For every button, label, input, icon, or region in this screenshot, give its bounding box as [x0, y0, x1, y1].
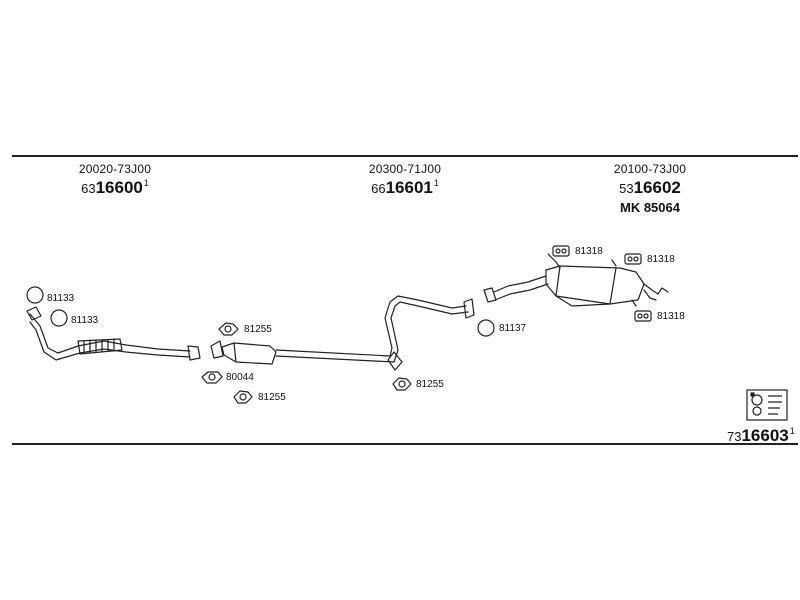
rear-silencer-main-number: 16602: [633, 178, 681, 197]
gasket-81255-b[interactable]: [233, 390, 253, 404]
label-81318-b: 81318: [647, 254, 675, 265]
gasket-80044[interactable]: [201, 371, 223, 384]
sealing-ring-81133-b[interactable]: [50, 309, 68, 327]
sealing-ring-81133-a[interactable]: [26, 286, 44, 304]
rear-silencer-part-number[interactable]: 5316602: [595, 178, 705, 198]
label-81137: 81137: [499, 323, 527, 334]
middle-pipe-prefix: 66: [371, 181, 386, 196]
middle-pipe-header: 20300-71J00 66166011: [350, 162, 460, 198]
front-pipe-main-number: 16600: [95, 178, 143, 197]
rear-silencer-mk-number: MK 85064: [620, 200, 680, 215]
rear-silencer[interactable]: [483, 253, 669, 307]
rubber-hanger-81318-a[interactable]: [552, 245, 570, 257]
label-81255-a: 81255: [244, 324, 272, 335]
sealing-ring-81137[interactable]: [477, 319, 495, 337]
label-81318-a: 81318: [575, 246, 603, 257]
front-pipe-header: 20020-73J00 63166001: [60, 162, 170, 198]
label-81255-c: 81255: [416, 379, 444, 390]
label-81133-a: 81133: [47, 293, 75, 304]
front-pipe-part-number[interactable]: 63166001: [60, 178, 170, 198]
middle-pipe-superscript: 1: [433, 178, 439, 188]
gasket-81255-a[interactable]: [218, 322, 239, 336]
rear-silencer-oe-number: 20100-73J00: [613, 162, 687, 176]
mounting-kit-icon: [746, 389, 788, 421]
kit-prefix: 73: [727, 429, 742, 444]
middle-pipe-oe-number: 20300-71J00: [368, 162, 442, 176]
front-pipe-prefix: 63: [81, 181, 96, 196]
middle-pipe[interactable]: [210, 295, 475, 371]
label-80044: 80044: [226, 372, 254, 383]
rubber-hanger-81318-c[interactable]: [634, 310, 652, 322]
front-pipe[interactable]: [26, 306, 201, 361]
top-rule: [12, 155, 798, 157]
rear-silencer-header: 20100-73J00 5316602 MK 85064: [595, 162, 705, 215]
kit-superscript: 1: [789, 426, 795, 436]
front-pipe-superscript: 1: [143, 178, 149, 188]
label-81255-b: 81255: [258, 392, 286, 403]
kit-main-number: 16603: [741, 426, 789, 445]
bottom-rule: [12, 443, 798, 445]
rear-silencer-prefix: 53: [619, 181, 634, 196]
middle-pipe-part-number[interactable]: 66166011: [350, 178, 460, 198]
gasket-81255-c[interactable]: [392, 377, 412, 391]
label-81318-c: 81318: [657, 311, 685, 322]
rubber-hanger-81318-b[interactable]: [624, 253, 642, 265]
label-81133-b: 81133: [71, 315, 99, 326]
mounting-kit-part-number[interactable]: 73166031: [727, 426, 795, 446]
middle-pipe-main-number: 16601: [385, 178, 433, 197]
front-pipe-oe-number: 20020-73J00: [78, 162, 152, 176]
